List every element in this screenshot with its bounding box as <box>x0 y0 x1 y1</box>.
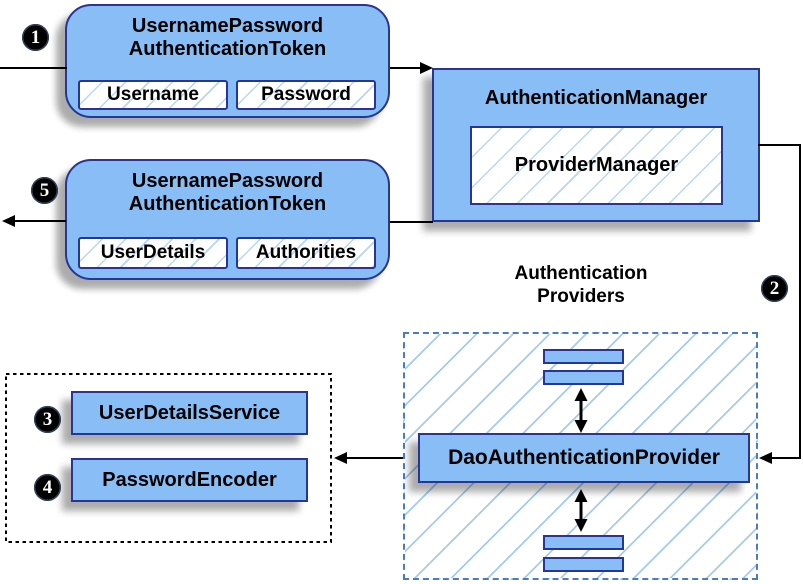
provider-manager-label: ProviderManager <box>514 154 679 176</box>
providers-heading-line1: Authentication <box>514 263 648 284</box>
authentication-manager-node: AuthenticationManager ProviderManager <box>432 68 760 222</box>
request-token-title-line1: UsernamePassword <box>131 15 324 37</box>
request-token-title: UsernamePassword AuthenticationToken <box>67 6 388 61</box>
userdetails-field: UserDetails <box>78 237 228 269</box>
step-badge-5-number: 5 <box>39 179 50 201</box>
provider-to-services-arrowhead <box>334 452 347 464</box>
providers-heading: Authentication Providers <box>460 262 702 308</box>
step-badge-1: 1 <box>22 24 49 51</box>
provider-stack-bottom-bar-1 <box>543 535 624 550</box>
providers-heading-line2: Providers <box>537 286 625 307</box>
manager-to-provider-arrowhead <box>759 452 772 464</box>
manager-to-provider-line <box>758 144 801 459</box>
user-details-service-label: UserDetailsService <box>98 401 281 424</box>
response-token-title-line2: AuthenticationToken <box>128 193 327 215</box>
dao-authentication-provider-label: DaoAuthenticationProvider <box>448 446 720 469</box>
response-out-arrowhead <box>2 215 15 227</box>
services-group: UserDetailsService PasswordEncoder <box>5 373 332 543</box>
username-field-label: Username <box>107 84 199 105</box>
request-token-node: UsernamePassword AuthenticationToken Use… <box>65 4 390 118</box>
dao-authentication-provider-node: DaoAuthenticationProvider <box>418 433 750 483</box>
provider-stack-top-bar-1 <box>543 349 624 364</box>
step-badge-3: 3 <box>34 406 61 433</box>
provider-stack-bottom-bar-2 <box>543 557 624 572</box>
password-field-label: Password <box>261 84 351 105</box>
user-details-service-node: UserDetailsService <box>71 391 308 435</box>
provider-stack-top-bar-2 <box>543 370 624 385</box>
step-badge-4: 4 <box>34 474 61 501</box>
response-token-title: UsernamePassword AuthenticationToken <box>67 161 388 216</box>
provider-manager-node: ProviderManager <box>470 126 723 205</box>
password-encoder-node: PasswordEncoder <box>71 458 308 502</box>
step-badge-4-number: 4 <box>42 476 53 498</box>
request-token-title-line2: AuthenticationToken <box>128 38 327 60</box>
userdetails-field-label: UserDetails <box>100 242 206 263</box>
step-badge-2: 2 <box>761 275 788 302</box>
step-badge-1-number: 1 <box>30 26 41 48</box>
step-badge-3-number: 3 <box>42 408 53 430</box>
response-token-title-line1: UsernamePassword <box>131 170 324 192</box>
username-field: Username <box>78 80 228 110</box>
authorities-field-label: Authorities <box>255 242 357 263</box>
response-token-node: UsernamePassword AuthenticationToken Use… <box>65 159 390 280</box>
providers-group: DaoAuthenticationProvider <box>403 332 758 580</box>
password-encoder-label: PasswordEncoder <box>102 468 277 491</box>
password-field: Password <box>236 80 376 110</box>
authentication-manager-title: AuthenticationManager <box>484 87 708 109</box>
authorities-field: Authorities <box>236 237 376 269</box>
step-badge-2-number: 2 <box>769 277 780 299</box>
step-badge-5: 5 <box>31 177 58 204</box>
